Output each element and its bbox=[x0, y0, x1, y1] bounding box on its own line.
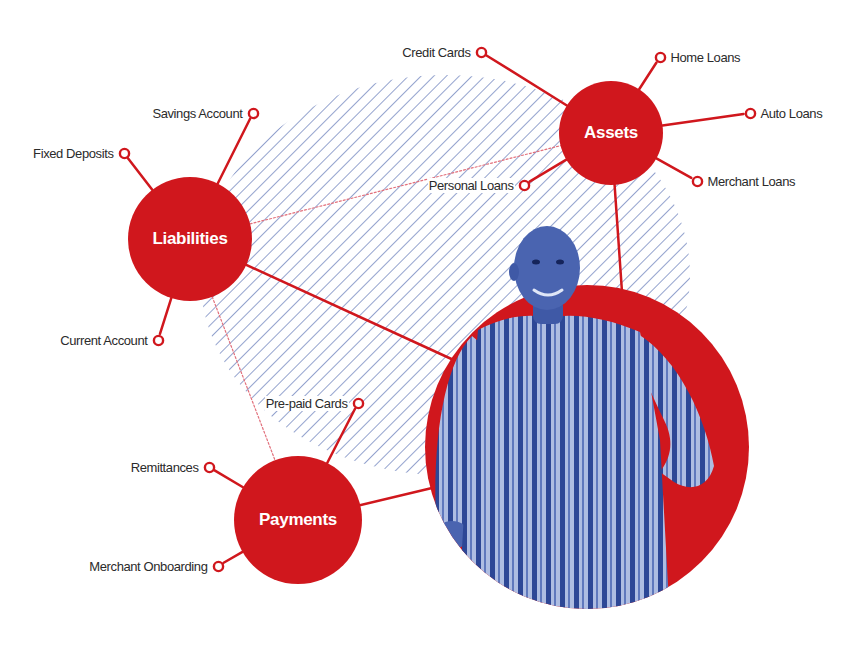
ring-circle bbox=[655, 52, 664, 61]
person-shirt bbox=[458, 316, 670, 620]
person-eye bbox=[556, 260, 564, 265]
ring-circle bbox=[204, 462, 213, 471]
ring-marker bbox=[212, 560, 225, 573]
ring-circle bbox=[213, 561, 222, 570]
product-label: Remittances bbox=[130, 460, 200, 475]
product-item: Personal Loans bbox=[428, 178, 531, 193]
ring-marker bbox=[691, 175, 704, 188]
connector-line bbox=[218, 119, 250, 184]
product-label: Current Account bbox=[59, 333, 148, 348]
person-head bbox=[514, 226, 580, 310]
connector-line bbox=[160, 298, 171, 334]
product-label: Savings Account bbox=[151, 106, 243, 121]
ring-marker bbox=[744, 107, 757, 120]
ring-circle bbox=[353, 398, 362, 407]
product-item: Fixed Deposits bbox=[32, 146, 130, 161]
ring-circle bbox=[745, 108, 754, 117]
connector-line bbox=[662, 114, 743, 126]
dotted-connector bbox=[250, 146, 560, 224]
product-label: Personal Loans bbox=[428, 178, 515, 193]
circle-fill bbox=[559, 81, 663, 185]
ring-marker bbox=[203, 461, 216, 474]
connector-line bbox=[128, 158, 152, 190]
ring-circle bbox=[692, 176, 701, 185]
category-label: Assets bbox=[584, 123, 638, 143]
ring-marker bbox=[654, 51, 667, 64]
connector-line bbox=[327, 409, 355, 463]
ring-marker bbox=[152, 334, 165, 347]
product-label: Home Loans bbox=[670, 50, 742, 65]
ring-circle bbox=[476, 47, 485, 56]
ring-circle bbox=[153, 335, 162, 344]
product-label: Merchant Onboarding bbox=[88, 559, 208, 574]
dotted-connector bbox=[212, 297, 275, 460]
category-circle: Liabilities bbox=[128, 177, 252, 301]
product-item: Merchant Loans bbox=[691, 174, 797, 189]
product-label: Merchant Loans bbox=[707, 174, 797, 189]
circle-fill bbox=[234, 456, 362, 584]
product-item: Home Loans bbox=[654, 50, 742, 65]
product-item: Current Account bbox=[59, 333, 164, 348]
ring-marker bbox=[247, 107, 260, 120]
product-item: Credit Cards bbox=[401, 45, 487, 60]
circle-fill bbox=[128, 177, 252, 301]
ring-marker bbox=[118, 147, 131, 160]
connector-line bbox=[224, 552, 243, 563]
product-item: Merchant Onboarding bbox=[88, 559, 224, 574]
person-ear bbox=[509, 263, 519, 281]
ring-circle bbox=[248, 108, 257, 117]
person-photo bbox=[435, 226, 714, 620]
ring-circle bbox=[519, 180, 528, 189]
connector-line bbox=[656, 158, 691, 177]
ring-circle bbox=[119, 148, 128, 157]
person-eye bbox=[532, 260, 540, 265]
category-circle: Payments bbox=[234, 456, 362, 584]
product-label: Pre-paid Cards bbox=[265, 396, 349, 411]
product-item: Auto Loans bbox=[744, 106, 824, 121]
ring-marker bbox=[352, 397, 365, 410]
ring-marker bbox=[518, 179, 531, 192]
product-item: Remittances bbox=[130, 460, 216, 475]
product-label: Auto Loans bbox=[760, 106, 824, 121]
product-item: Savings Account bbox=[151, 106, 259, 121]
ring-marker bbox=[475, 46, 488, 59]
connector-line bbox=[639, 62, 656, 89]
category-circle: Assets bbox=[559, 81, 663, 185]
category-label: Payments bbox=[259, 510, 337, 530]
person-smile bbox=[534, 290, 562, 295]
product-item: Pre-paid Cards bbox=[265, 396, 365, 411]
connector-line bbox=[530, 160, 567, 182]
product-label: Fixed Deposits bbox=[32, 146, 114, 161]
product-label: Credit Cards bbox=[401, 45, 471, 60]
category-label: Liabilities bbox=[152, 229, 227, 249]
connector-line bbox=[215, 470, 243, 487]
connector-line bbox=[487, 55, 567, 105]
